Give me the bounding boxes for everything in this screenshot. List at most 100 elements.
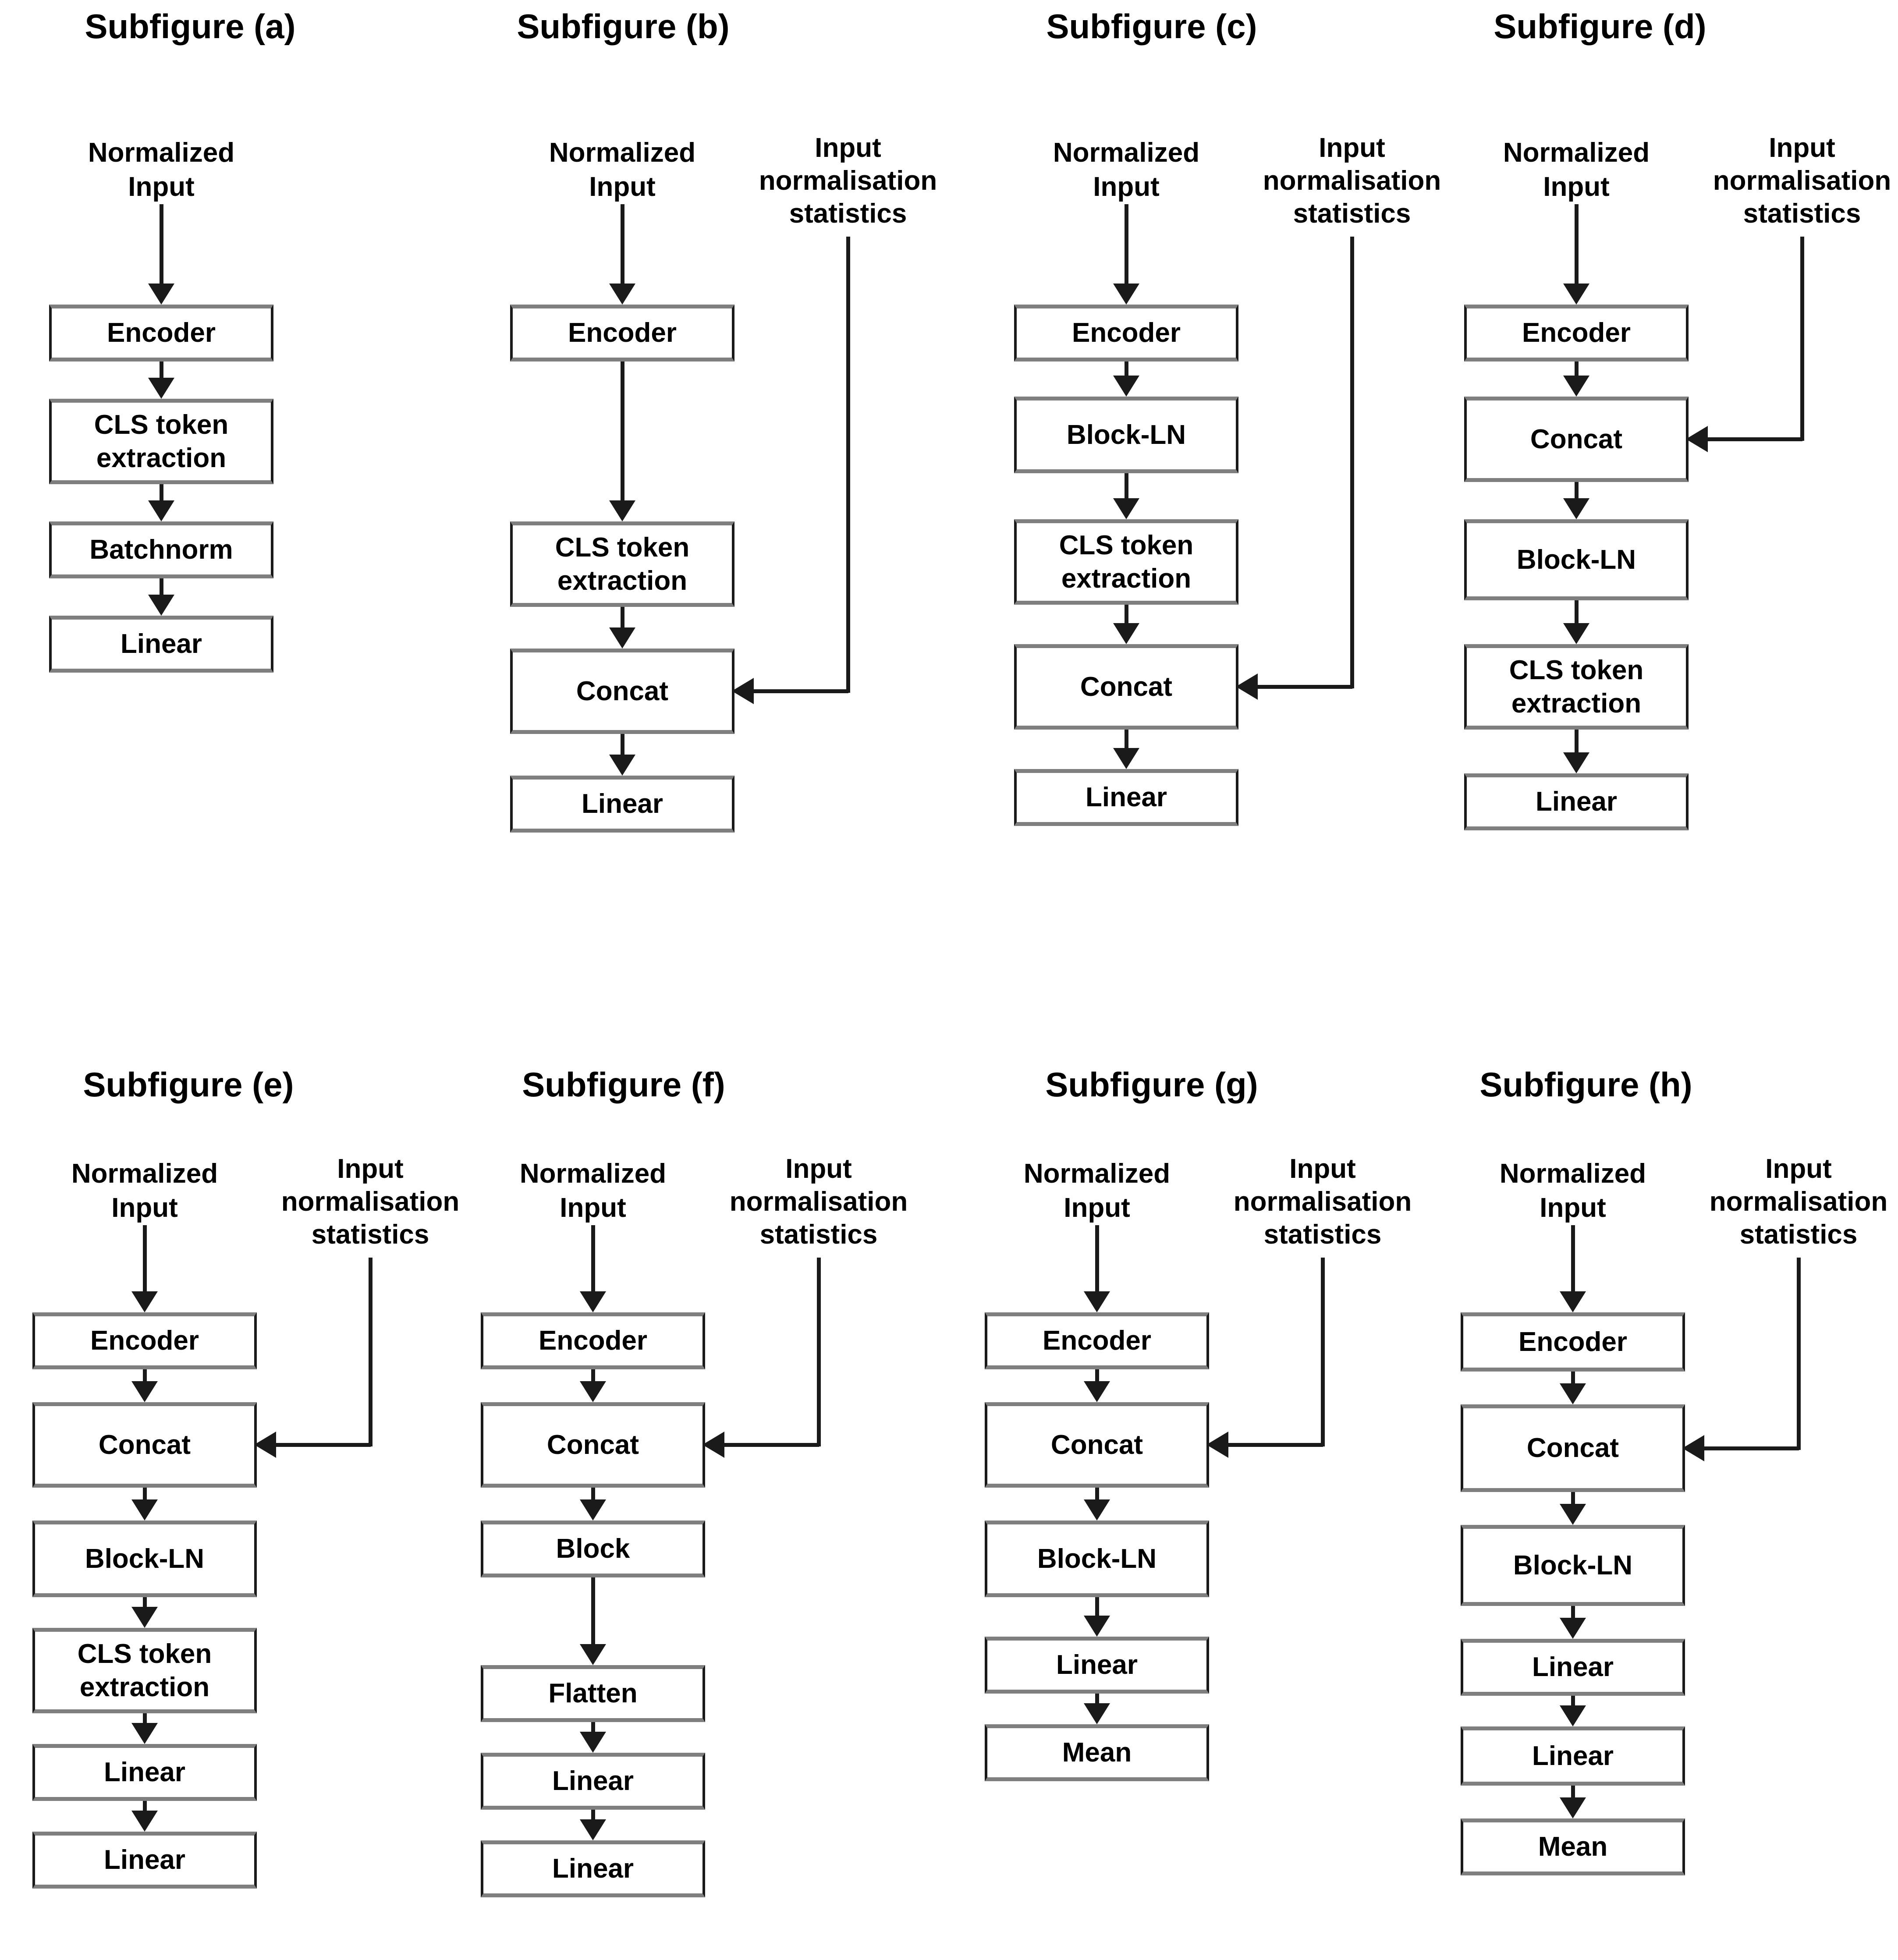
arrow-down-icon <box>510 362 734 521</box>
node-cls-token-extraction: CLS token extraction <box>49 399 273 484</box>
stats-connector-vertical-line <box>817 1258 821 1446</box>
arrow-down-icon <box>510 607 734 649</box>
arrow-down-icon <box>985 1369 1209 1402</box>
subfigure-title: Subfigure (f) <box>522 1065 725 1104</box>
node-label: Mean <box>1062 1737 1132 1768</box>
stats-connector-horizontal-line <box>1708 437 1802 441</box>
node-block-ln: Block-LN <box>1464 519 1689 600</box>
stats-connector-vertical-line <box>1350 237 1354 688</box>
node-encoder: Encoder <box>49 305 273 362</box>
node-concat: Concat <box>481 1402 705 1488</box>
node-concat: Concat <box>985 1402 1209 1488</box>
arrow-down-icon <box>1461 1372 1685 1404</box>
arrow-down-icon <box>481 1225 705 1312</box>
normalized-input-label: Normalized Input <box>1053 138 1200 202</box>
node-encoder: Encoder <box>32 1312 257 1369</box>
input-normalisation-statistics-label: Input normalisation statistics <box>759 133 937 229</box>
node-label: Block-LN <box>1066 419 1186 450</box>
arrow-down-icon <box>1464 730 1689 773</box>
node-linear: Linear <box>985 1637 1209 1694</box>
arrow-down-icon <box>1461 1696 1685 1726</box>
node-label: Encoder <box>90 1326 199 1356</box>
normalized-input-label: Normalized Input <box>71 1159 218 1223</box>
arrow-left-icon <box>1236 673 1258 700</box>
node-label: Encoder <box>1071 318 1181 348</box>
node-label: Linear <box>581 789 663 819</box>
node-cls-token-extraction: CLS token extraction <box>510 521 734 607</box>
arrow-down-icon <box>1464 482 1689 519</box>
node-label: Block <box>556 1534 630 1564</box>
arrow-down-icon <box>481 1488 705 1521</box>
arrow-down-icon <box>1464 204 1689 305</box>
normalized-input-label: Normalized Input <box>549 138 696 202</box>
arrow-down-icon <box>1464 600 1689 644</box>
node-linear: Linear <box>481 1840 705 1897</box>
node-linear: Linear <box>510 776 734 833</box>
node-block: Block <box>481 1521 705 1577</box>
arrow-down-icon <box>1461 1786 1685 1818</box>
node-encoder: Encoder <box>1461 1312 1685 1372</box>
arrow-down-icon <box>1014 362 1238 397</box>
stats-connector-horizontal-line <box>276 1443 371 1447</box>
normalized-input-label: Normalized Input <box>88 138 235 202</box>
subfigure-h: Subfigure (h) Input normalisation statis… <box>1441 1052 1898 1960</box>
node-label: Linear <box>1532 1652 1614 1683</box>
arrow-down-icon <box>1014 473 1238 519</box>
stats-connector-horizontal-line <box>1228 1443 1323 1447</box>
arrow-down-icon <box>32 1488 257 1521</box>
stats-connector-horizontal-line <box>1704 1446 1799 1450</box>
normalized-input-label: Normalized Input <box>1503 138 1650 202</box>
subfigure-a: Subfigure (a) Normalized Input Encoder C… <box>30 0 512 876</box>
node-concat: Concat <box>32 1402 257 1488</box>
subfigure-b: Subfigure (b) Input normalisation statis… <box>491 0 973 876</box>
node-label: Concat <box>98 1429 191 1460</box>
node-label: Block-LN <box>1516 544 1636 575</box>
arrow-down-icon <box>510 204 734 305</box>
node-label: Block-LN <box>85 1543 205 1574</box>
arrow-down-icon <box>49 484 273 521</box>
node-encoder: Encoder <box>985 1312 1209 1369</box>
node-mean: Mean <box>1461 1818 1685 1875</box>
arrow-down-icon <box>49 204 273 305</box>
node-label: CLS token extraction <box>555 532 690 596</box>
node-encoder: Encoder <box>1464 305 1689 362</box>
normalized-input-label: Normalized Input <box>519 1159 667 1223</box>
node-label: Linear <box>1535 787 1618 817</box>
stats-connector-vertical-line <box>1800 237 1804 441</box>
arrow-down-icon <box>49 578 273 616</box>
subfigure-e: Subfigure (e) Input normalisation statis… <box>13 1052 495 1960</box>
input-normalisation-statistics-label: Input normalisation statistics <box>1233 1154 1412 1250</box>
arrow-down-icon <box>1464 362 1689 397</box>
node-encoder: Encoder <box>510 305 734 362</box>
node-linear: Linear <box>1461 1639 1685 1696</box>
node-flatten: Flatten <box>481 1665 705 1722</box>
subfigure-f: Subfigure (f) Input normalisation statis… <box>461 1052 944 1960</box>
arrow-down-icon <box>481 1369 705 1402</box>
node-linear: Linear <box>32 1744 257 1801</box>
subfigure-title: Subfigure (g) <box>1045 1065 1258 1104</box>
node-concat: Concat <box>1461 1404 1685 1492</box>
arrow-down-icon <box>1461 1225 1685 1312</box>
node-label: Linear <box>1532 1740 1614 1771</box>
node-linear: Linear <box>1461 1726 1685 1786</box>
node-block-ln: Block-LN <box>1014 397 1238 473</box>
arrow-down-icon <box>32 1713 257 1744</box>
node-label: Concat <box>1526 1433 1619 1464</box>
input-normalisation-statistics-label: Input normalisation statistics <box>729 1154 908 1250</box>
subfigure-d: Subfigure (d) Input normalisation statis… <box>1445 0 1898 876</box>
node-linear: Linear <box>1014 769 1238 826</box>
node-label: CLS token extraction <box>77 1638 212 1702</box>
arrow-left-icon <box>732 678 754 704</box>
node-label: Concat <box>1080 671 1173 702</box>
node-cls-token-extraction: CLS token extraction <box>1464 644 1689 730</box>
node-label: CLS token extraction <box>1059 530 1194 594</box>
node-label: Encoder <box>1042 1326 1152 1356</box>
node-mean: Mean <box>985 1724 1209 1781</box>
node-label: Concat <box>1050 1429 1143 1460</box>
arrow-down-icon <box>985 1694 1209 1724</box>
arrow-left-icon <box>1682 1435 1704 1461</box>
node-concat: Concat <box>1464 397 1689 482</box>
arrow-down-icon <box>1461 1606 1685 1639</box>
node-cls-token-extraction: CLS token extraction <box>32 1628 257 1713</box>
